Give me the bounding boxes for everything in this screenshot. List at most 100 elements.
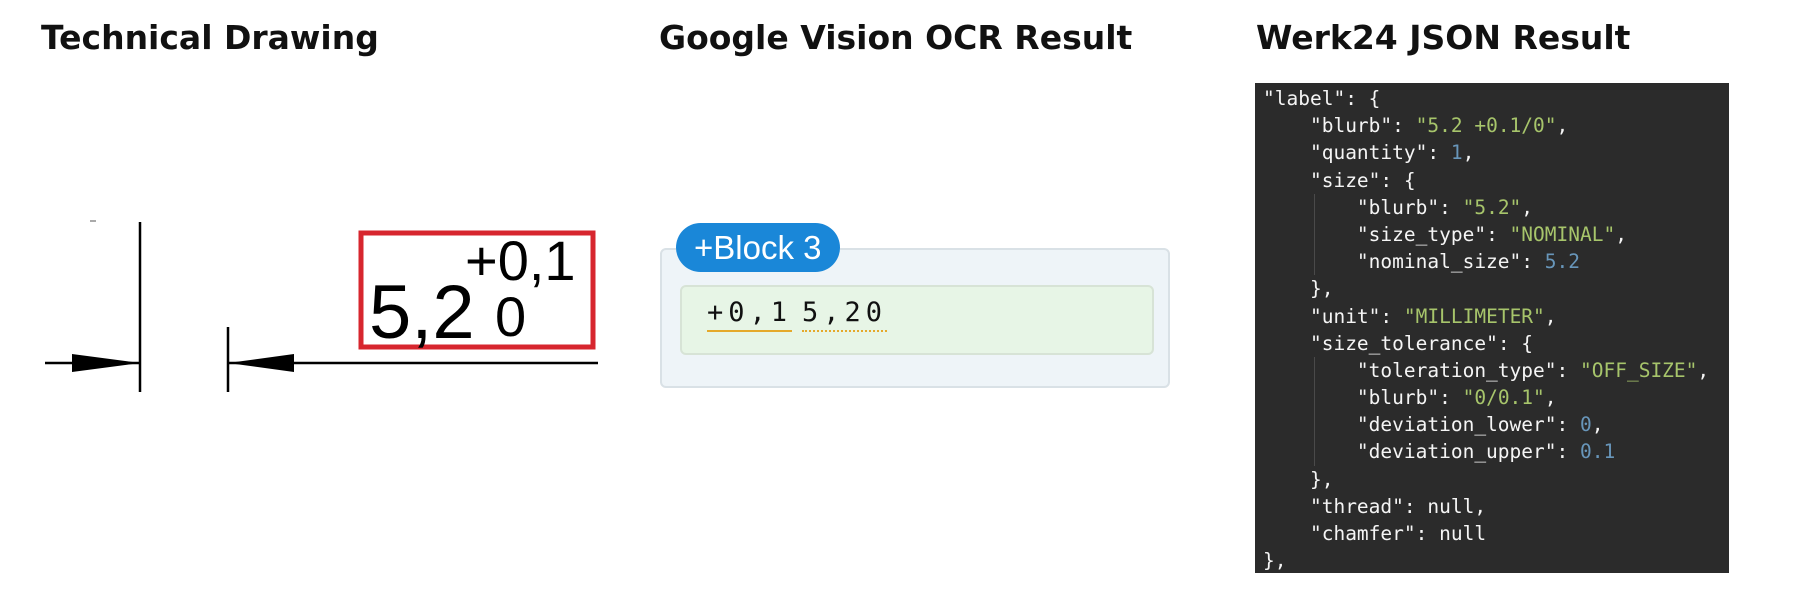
json-key: "nominal_size" — [1356, 250, 1522, 274]
json-punctuation: : { — [1497, 331, 1534, 355]
json-code-line: "deviation_lower": 0, — [1263, 411, 1729, 439]
json-punctuation: , — [1544, 386, 1557, 410]
json-indent — [1263, 223, 1357, 246]
json-indent — [1263, 250, 1357, 273]
json-string-value: "MILLIMETER" — [1403, 304, 1545, 328]
json-punctuation: }, — [1263, 549, 1287, 573]
json-code-line: "chamfer": null — [1263, 520, 1729, 547]
dimension-arrow-left — [72, 354, 140, 372]
json-key: "label" — [1263, 87, 1346, 110]
dimension-highlight-box — [358, 230, 596, 350]
indent-guide — [1314, 411, 1315, 439]
json-number-value: 0.1 — [1580, 440, 1616, 464]
json-key: "unit" — [1309, 304, 1381, 328]
json-code-panel: "label": { "blurb": "5.2 +0.1/0", "quant… — [1255, 83, 1729, 573]
json-number-value: 1 — [1450, 141, 1463, 165]
json-punctuation: , — [1697, 358, 1710, 382]
json-code-line: "unit": "MILLIMETER", — [1263, 303, 1729, 330]
nominal-dimension-text: 5,2 — [369, 270, 475, 355]
json-indent — [1263, 277, 1310, 300]
indent-guide — [1314, 384, 1315, 412]
json-punctuation: : null — [1415, 522, 1487, 545]
json-code-line: "size_type": "NOMINAL", — [1263, 220, 1729, 249]
json-indent — [1263, 169, 1310, 192]
json-punctuation: : — [1521, 250, 1545, 274]
json-punctuation: , — [1615, 222, 1627, 246]
json-code-line: "quantity": 1, — [1263, 139, 1729, 166]
json-code-line: }, — [1263, 547, 1729, 573]
json-punctuation: , — [1544, 304, 1557, 328]
json-string-value: "5.2 +0.1/0" — [1415, 114, 1557, 138]
json-key: "blurb" — [1309, 114, 1393, 138]
json-indent — [1263, 440, 1357, 463]
ocr-word[interactable]: 5,20 — [802, 297, 888, 332]
json-key: "blurb" — [1356, 386, 1440, 410]
json-indent — [1263, 332, 1310, 355]
json-key: "deviation_upper" — [1356, 440, 1557, 464]
technical-drawing-title: Technical Drawing — [41, 18, 379, 57]
json-punctuation: : — [1486, 222, 1510, 246]
json-punctuation: : { — [1345, 87, 1381, 110]
json-number-value: 5.2 — [1544, 250, 1581, 274]
json-indent — [1263, 141, 1310, 164]
json-code-line: "blurb": "0/0.1", — [1263, 384, 1729, 412]
indent-guide — [1314, 438, 1315, 466]
dimension-arrow-right — [228, 354, 294, 372]
ocr-text-area — [680, 285, 1154, 355]
json-string-value: "5.2" — [1462, 195, 1522, 219]
json-code-line: "toleration_type": "OFF_SIZE", — [1263, 356, 1729, 385]
json-punctuation: : null, — [1403, 494, 1487, 518]
json-indent — [1263, 196, 1357, 219]
json-indent — [1263, 114, 1310, 137]
json-key: "blurb" — [1356, 195, 1440, 219]
json-string-value: "OFF_SIZE" — [1580, 358, 1698, 382]
json-key: "size" — [1309, 168, 1381, 192]
ocr-result-title: Google Vision OCR Result — [659, 18, 1133, 57]
json-punctuation: : — [1392, 114, 1416, 138]
json-code-line: "size_tolerance": { — [1263, 330, 1729, 357]
json-key: "deviation_lower" — [1356, 413, 1557, 437]
json-key: "size_type" — [1356, 222, 1487, 246]
json-code-line: "deviation_upper": 0.1 — [1263, 438, 1729, 466]
json-punctuation: : — [1556, 358, 1580, 382]
json-indent — [1263, 495, 1310, 518]
json-indent — [1263, 386, 1357, 409]
json-key: "toleration_type" — [1356, 358, 1557, 382]
json-key: "chamfer" — [1309, 522, 1416, 545]
json-indent — [1263, 468, 1310, 491]
indent-guide — [1314, 220, 1315, 249]
indent-guide — [1314, 193, 1315, 221]
json-code-line: "blurb": "5.2 +0.1/0", — [1263, 112, 1729, 139]
json-punctuation: : — [1380, 304, 1404, 328]
json-code-line: "label": { — [1263, 85, 1729, 112]
indent-guide — [1314, 356, 1315, 385]
json-indent — [1263, 359, 1357, 382]
ocr-word[interactable]: +0,1 — [707, 297, 793, 332]
json-code-line: }, — [1263, 466, 1729, 493]
json-punctuation: : — [1556, 440, 1580, 464]
technical-drawing: +0,1 5,2 0 — [45, 220, 598, 392]
json-indent — [1263, 522, 1310, 545]
json-number-value: 0 — [1580, 413, 1592, 437]
json-result-title: Werk24 JSON Result — [1256, 18, 1631, 57]
json-code-line: "blurb": "5.2", — [1263, 193, 1729, 221]
json-code-line: }, — [1263, 275, 1729, 302]
json-punctuation: : — [1439, 386, 1463, 410]
json-punctuation: , — [1521, 195, 1534, 219]
ocr-block-badge[interactable]: +Block 3 — [676, 223, 840, 272]
json-key: "quantity" — [1309, 141, 1428, 165]
json-punctuation: }, — [1309, 467, 1334, 491]
json-code-line: "thread": null, — [1263, 493, 1729, 520]
json-punctuation: }, — [1309, 277, 1334, 301]
json-punctuation: : — [1556, 413, 1580, 437]
json-punctuation: , — [1462, 141, 1475, 165]
json-punctuation: , — [1591, 413, 1604, 437]
json-string-value: "NOMINAL" — [1509, 222, 1616, 246]
json-key: "size_tolerance" — [1309, 331, 1498, 355]
upper-tolerance-text: +0,1 — [465, 229, 576, 292]
json-punctuation: : { — [1380, 168, 1416, 192]
json-indent — [1263, 305, 1310, 328]
json-code-line: "size": { — [1263, 167, 1729, 194]
json-code-line: "nominal_size": 5.2 — [1263, 248, 1729, 276]
json-key: "thread" — [1309, 494, 1404, 518]
